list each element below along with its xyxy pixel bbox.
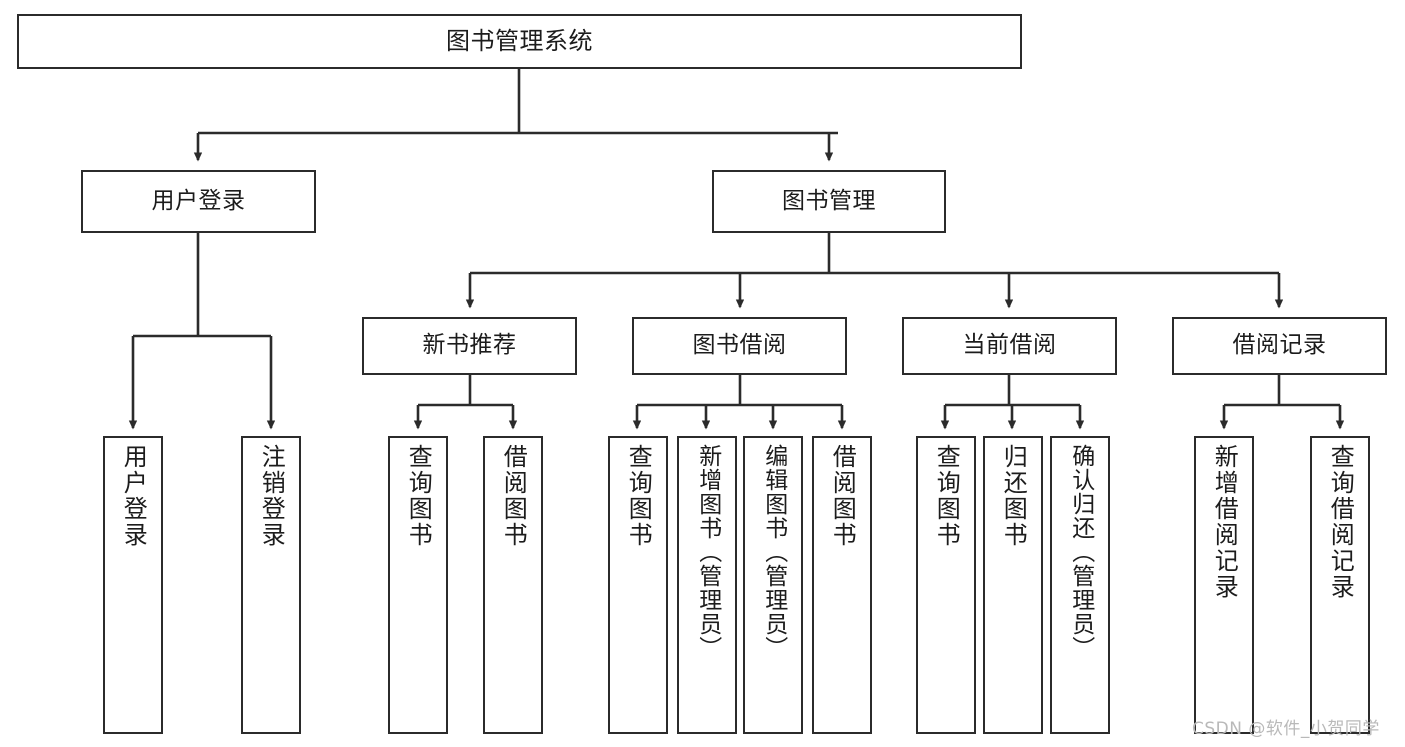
leaf-edit-book-admin[interactable]: 编辑图书（管理员） <box>743 436 803 734</box>
leaf-logout-login[interactable]: 注销登录 <box>241 436 301 734</box>
node-label: 查询图书 <box>404 444 433 548</box>
leaf-query-book-borrowing[interactable]: 查询图书 <box>608 436 668 734</box>
node-current-borrowing[interactable]: 当前借阅 <box>902 317 1117 375</box>
leaf-query-book-current[interactable]: 查询图书 <box>916 436 976 734</box>
leaf-add-book-admin[interactable]: 新增图书（管理员） <box>677 436 737 734</box>
leaf-user-login[interactable]: 用户登录 <box>103 436 163 734</box>
node-label: 新增图书（管理员） <box>694 444 721 660</box>
node-new-book-recommendation[interactable]: 新书推荐 <box>362 317 577 375</box>
node-label: 图书管理系统 <box>446 27 593 56</box>
leaf-borrow-book-new-recommendation[interactable]: 借阅图书 <box>483 436 543 734</box>
node-label: 确认归还（管理员） <box>1067 444 1094 660</box>
node-label: 新书推荐 <box>422 332 517 359</box>
node-book-borrowing[interactable]: 图书借阅 <box>632 317 847 375</box>
node-label: 借阅图书 <box>828 444 857 548</box>
csdn-watermark: CSDN @软件_小贺同学 <box>1192 719 1380 739</box>
node-label: 当前借阅 <box>962 332 1057 359</box>
node-label: 归还图书 <box>999 444 1028 548</box>
node-label: 查询图书 <box>932 444 961 548</box>
node-root-book-management-system[interactable]: 图书管理系统 <box>17 14 1022 69</box>
node-label: 图书管理 <box>782 187 876 214</box>
node-label: 用户登录 <box>119 444 148 548</box>
leaf-query-book-new-recommendation[interactable]: 查询图书 <box>388 436 448 734</box>
node-label: 新增借阅记录 <box>1210 444 1239 600</box>
node-borrowing-record[interactable]: 借阅记录 <box>1172 317 1387 375</box>
node-label: 查询借阅记录 <box>1326 444 1355 600</box>
leaf-add-borrow-record[interactable]: 新增借阅记录 <box>1194 436 1254 734</box>
node-user-login[interactable]: 用户登录 <box>81 170 316 233</box>
node-label: 借阅记录 <box>1232 332 1327 359</box>
node-book-management[interactable]: 图书管理 <box>712 170 946 233</box>
leaf-borrow-book-borrowing[interactable]: 借阅图书 <box>812 436 872 734</box>
node-label: 借阅图书 <box>499 444 528 548</box>
node-label: 查询图书 <box>624 444 653 548</box>
node-label: 用户登录 <box>151 187 246 214</box>
node-label: 图书借阅 <box>692 332 787 359</box>
leaf-query-borrow-record[interactable]: 查询借阅记录 <box>1310 436 1370 734</box>
node-label: 注销登录 <box>257 444 286 548</box>
leaf-confirm-return-admin[interactable]: 确认归还（管理员） <box>1050 436 1110 734</box>
leaf-return-book[interactable]: 归还图书 <box>983 436 1043 734</box>
node-label: 编辑图书（管理员） <box>760 444 787 660</box>
